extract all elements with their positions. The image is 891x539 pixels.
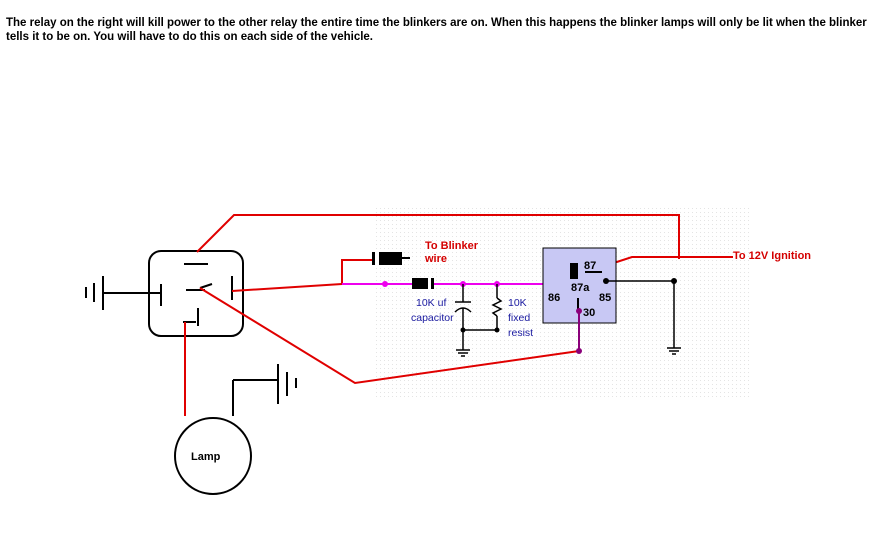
pin30-node xyxy=(576,308,582,314)
resistor-label-3: resist xyxy=(508,327,533,339)
pin-85: 85 xyxy=(599,292,611,304)
pin-86: 86 xyxy=(548,292,560,304)
resistor-label-1: 10K xyxy=(508,297,527,309)
lamp-ground-symbol xyxy=(232,364,297,416)
ground-node-right xyxy=(671,278,677,284)
left-relay-contacts xyxy=(160,263,233,326)
resistor-label-2: fixed xyxy=(508,312,530,324)
capacitor-label-1: 10K uf xyxy=(416,297,446,309)
pin-87a: 87a xyxy=(571,282,590,294)
lamp-circle xyxy=(174,417,252,495)
pin-30: 30 xyxy=(583,307,595,319)
to-blinker-label-2: wire xyxy=(424,253,447,265)
lamp-label: Lamp xyxy=(191,451,221,463)
to-blinker-label-1: To Blinker xyxy=(425,240,479,252)
ground-symbol-mid xyxy=(456,349,470,357)
pin85-node xyxy=(603,278,609,284)
component-nodes xyxy=(460,327,500,333)
to-ignition-label: To 12V Ignition xyxy=(733,250,811,262)
instruction-note: The relay on the right will kill power t… xyxy=(6,17,867,43)
pin-87: 87 xyxy=(584,260,596,272)
battery-ground-symbol-left xyxy=(85,276,161,310)
pin85-ground-wire xyxy=(606,280,681,355)
blinker-diode xyxy=(372,252,410,265)
return-node xyxy=(576,348,582,354)
capacitor-label-2: capacitor xyxy=(411,312,454,324)
inline-diode xyxy=(412,278,434,289)
